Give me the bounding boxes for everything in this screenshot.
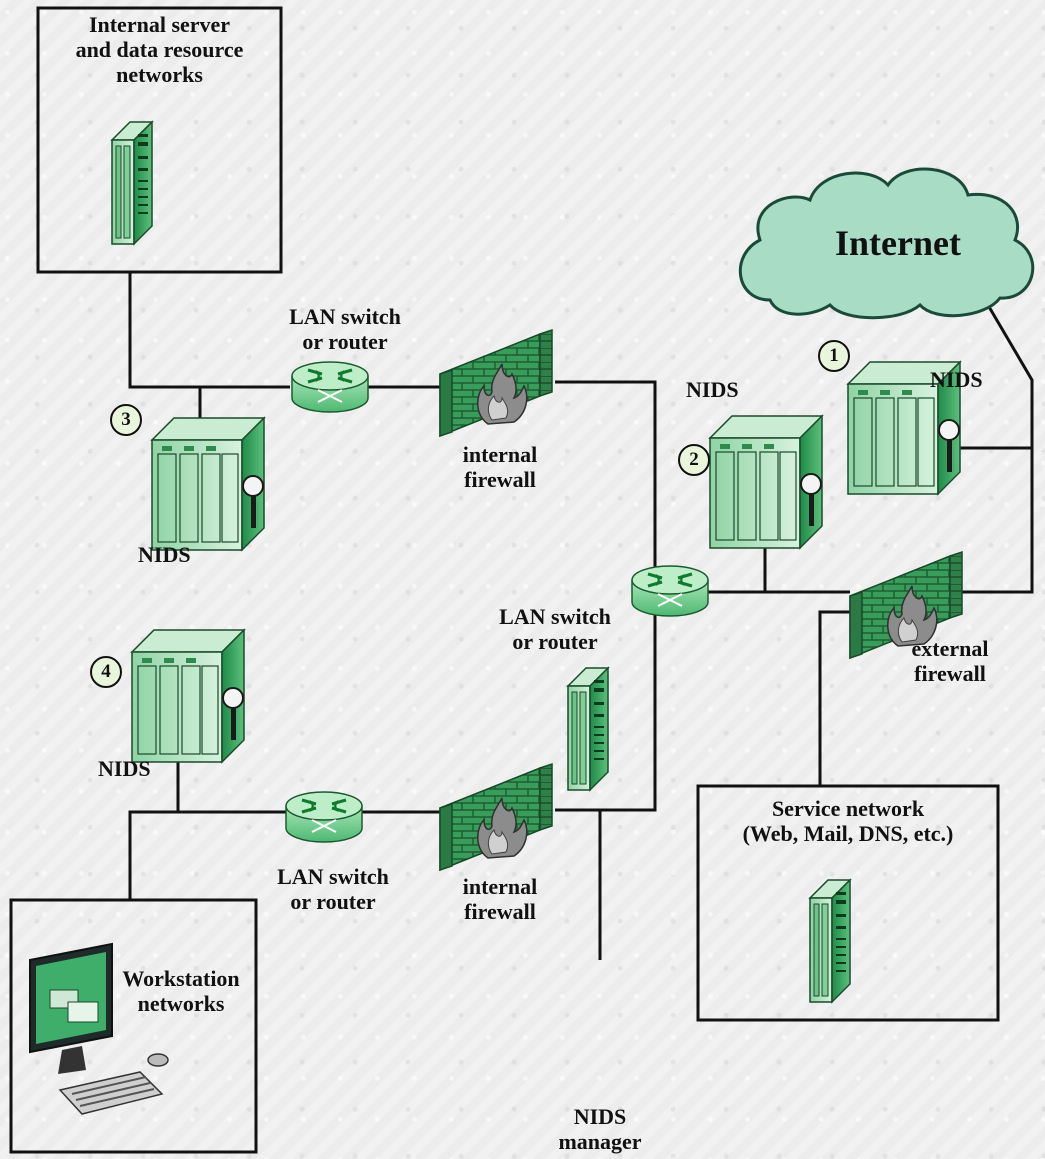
nids-1-label: NIDS <box>930 367 983 392</box>
internal-server-network-label: Internal server and data resource networ… <box>75 12 244 87</box>
nids-manager-label: NIDS manager <box>558 1104 642 1154</box>
service-network-label: Service network (Web, Mail, DNS, etc.) <box>742 796 954 846</box>
nids-3-number: 3 <box>110 404 142 436</box>
lan-switch-mid-label: LAN switch or router <box>499 604 611 654</box>
lan-switch-bottom-icon <box>284 790 364 844</box>
service-server-icon <box>809 879 851 1003</box>
nids-2-label: NIDS <box>686 377 739 402</box>
service-network-box <box>696 784 1000 1022</box>
internet-cloud <box>738 167 1035 320</box>
network-links <box>128 272 1034 960</box>
nids-3-icon <box>151 417 265 551</box>
lan-switch-top-label: LAN switch or router <box>289 304 401 354</box>
nids-manager-server-icon <box>567 667 609 791</box>
external-firewall-label: external firewall <box>911 636 989 686</box>
workstation-network-label: Workstation networks <box>122 966 240 1016</box>
nids-1-number: 1 <box>818 340 850 372</box>
nids-4-icon <box>131 629 245 763</box>
internal-firewall-top-icon <box>439 329 553 437</box>
nids-3-label: NIDS <box>138 542 191 567</box>
internal-firewall-top-label: internal firewall <box>462 442 538 492</box>
nids-2-number: 2 <box>678 444 710 476</box>
lan-switch-bottom-label: LAN switch or router <box>277 864 389 914</box>
nids-4-number: 4 <box>90 656 122 688</box>
workstation-icon <box>29 942 169 1115</box>
nids-4-label: NIDS <box>98 756 151 781</box>
internal-server-network-box <box>36 6 283 274</box>
internal-firewall-bottom-icon <box>439 763 553 871</box>
lan-switch-top-icon <box>290 360 370 414</box>
workstation-network-box <box>9 898 258 1154</box>
internal-firewall-bottom-label: internal firewall <box>462 874 538 924</box>
internal-server-icon <box>111 121 153 245</box>
nids-2-icon <box>709 415 823 549</box>
lan-switch-mid-icon <box>630 564 710 618</box>
internet-label: Internet <box>835 223 961 263</box>
